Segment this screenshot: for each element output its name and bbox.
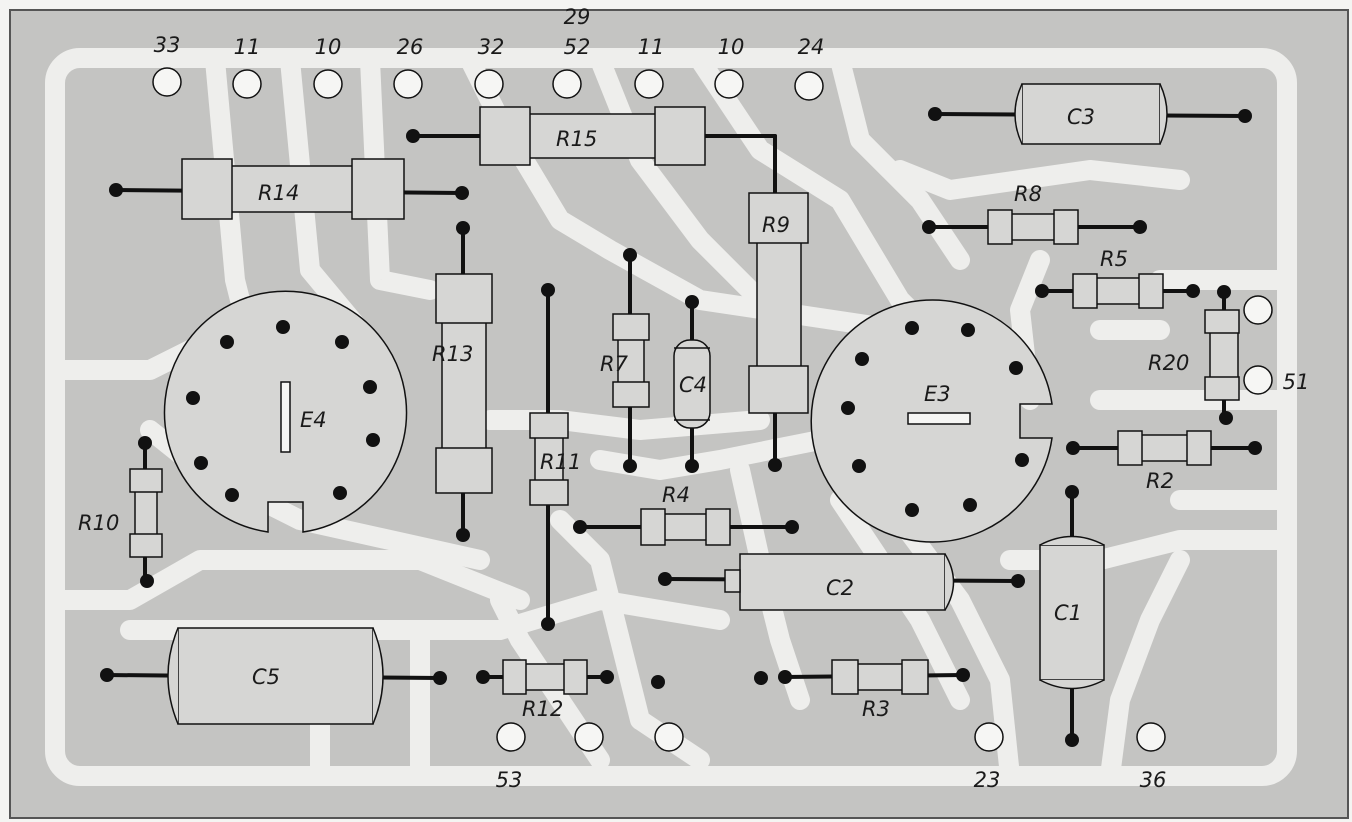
label-r10: R10 bbox=[78, 511, 119, 535]
label-r13: R13 bbox=[432, 342, 473, 366]
label-r3: R3 bbox=[862, 697, 890, 721]
pin-number: 26 bbox=[397, 35, 424, 59]
label-e4: E4 bbox=[300, 408, 327, 432]
capacitor-c5 bbox=[167, 627, 384, 725]
pin-number: 11 bbox=[638, 35, 665, 59]
pin-hole bbox=[1243, 365, 1273, 395]
pin-hole bbox=[232, 69, 262, 99]
top-pins bbox=[152, 67, 1273, 752]
pin-number: 11 bbox=[234, 35, 261, 59]
label-e3: E3 bbox=[924, 382, 951, 406]
label-c4: C4 bbox=[679, 373, 707, 397]
resistor-r7 bbox=[612, 313, 650, 408]
pin-number: 10 bbox=[718, 35, 745, 59]
label-r7: R7 bbox=[600, 352, 629, 376]
resistor-r8 bbox=[987, 209, 1079, 245]
capacitor-c4 bbox=[673, 339, 711, 429]
pin-number: 36 bbox=[1140, 768, 1167, 792]
pin-numbers: 33 11 10 26 32 52 11 10 24 29 51 53 23 3… bbox=[154, 5, 1310, 792]
label-r2: R2 bbox=[1146, 469, 1174, 493]
pin-hole bbox=[974, 722, 1004, 752]
component-labels: R14 R15 R9 R13 R7 C4 R11 R10 R4 C2 C5 R1… bbox=[78, 105, 1189, 721]
label-r12: R12 bbox=[522, 697, 563, 721]
pin-hole bbox=[474, 69, 504, 99]
label-r4: R4 bbox=[662, 483, 690, 507]
resistor-r3 bbox=[831, 659, 929, 695]
label-c3: C3 bbox=[1067, 105, 1095, 129]
pin-hole bbox=[574, 722, 604, 752]
resistor-r14 bbox=[181, 158, 405, 220]
pin-number: 52 bbox=[564, 35, 591, 59]
resistor-r13 bbox=[435, 273, 493, 494]
resistor-r9 bbox=[748, 192, 809, 414]
pin-number: 53 bbox=[496, 768, 523, 792]
resistor-r2 bbox=[1117, 430, 1212, 466]
pin-hole bbox=[313, 69, 343, 99]
pin-number: 33 bbox=[154, 33, 181, 57]
pin-hole bbox=[654, 722, 684, 752]
tube-socket-e4: E4 bbox=[163, 290, 408, 533]
pin-number: 51 bbox=[1283, 370, 1310, 394]
pin-hole bbox=[714, 69, 744, 99]
solder-dots bbox=[100, 107, 1262, 747]
capacitors bbox=[167, 83, 1168, 725]
label-r5: R5 bbox=[1100, 247, 1128, 271]
resistor-r5 bbox=[1072, 273, 1164, 309]
pin-hole bbox=[393, 69, 423, 99]
pin-hole bbox=[152, 67, 182, 97]
pin-number: 29 bbox=[564, 5, 591, 29]
pin-hole bbox=[1243, 295, 1273, 325]
resistor-r15 bbox=[479, 106, 706, 166]
capacitor-c2 bbox=[724, 553, 955, 611]
label-r8: R8 bbox=[1014, 182, 1042, 206]
resistor-r10 bbox=[129, 468, 163, 558]
label-r11: R11 bbox=[540, 450, 581, 474]
resistors bbox=[129, 106, 1240, 695]
tube-socket-e3: E3 bbox=[810, 299, 1053, 543]
pin-number: 32 bbox=[478, 35, 505, 59]
pin-number: 23 bbox=[974, 768, 1001, 792]
pin-number: 24 bbox=[798, 35, 825, 59]
capacitor-c3 bbox=[1014, 83, 1168, 145]
label-r20: R20 bbox=[1148, 351, 1189, 375]
resistor-r4 bbox=[640, 508, 731, 546]
label-r14: R14 bbox=[258, 181, 299, 205]
label-c1: C1 bbox=[1054, 601, 1082, 625]
capacitor-c1 bbox=[1039, 535, 1105, 690]
pin-number: 10 bbox=[315, 35, 342, 59]
pin-hole bbox=[634, 69, 664, 99]
pin-hole bbox=[794, 71, 824, 101]
pin-hole bbox=[552, 69, 582, 99]
label-r15: R15 bbox=[556, 127, 597, 151]
pin-hole bbox=[1136, 722, 1166, 752]
resistor-r20 bbox=[1204, 309, 1240, 401]
resistor-r11 bbox=[529, 412, 569, 506]
label-r9: R9 bbox=[762, 213, 790, 237]
pin-hole bbox=[496, 722, 526, 752]
label-c2: C2 bbox=[826, 576, 854, 600]
label-c5: C5 bbox=[252, 665, 280, 689]
resistor-r12 bbox=[502, 659, 588, 695]
